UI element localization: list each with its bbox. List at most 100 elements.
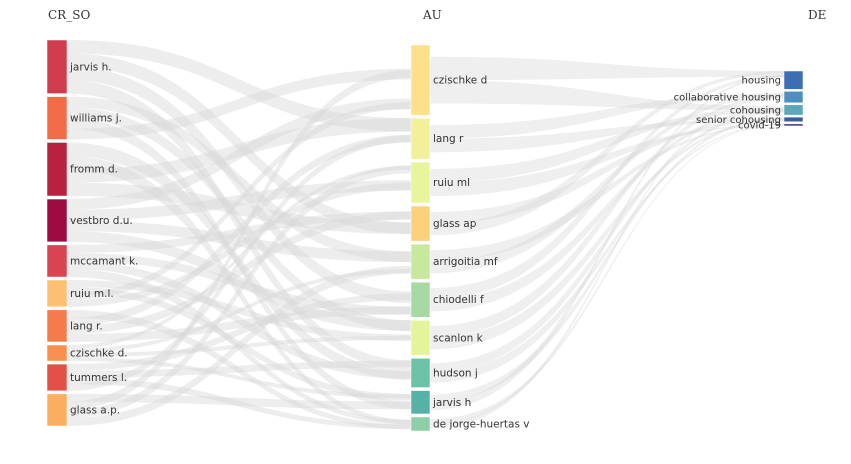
- flow-link: [67, 260, 411, 380]
- flow-link: [67, 165, 411, 350]
- flow-link: [430, 124, 784, 424]
- de-node-label: cohousing: [730, 105, 781, 116]
- cr-so-node-label: vestbro d.u.: [70, 215, 133, 227]
- flow-link: [67, 252, 411, 315]
- flow-link: [430, 124, 784, 197]
- column-header-cr-so: CR_SO: [48, 8, 90, 22]
- au-node-label: arrigoitia mf: [433, 256, 498, 268]
- flow-link: [67, 335, 411, 358]
- flow-link: [430, 119, 784, 350]
- flow-link: [67, 293, 411, 371]
- flow-link: [430, 118, 784, 153]
- flow-link: [67, 393, 411, 410]
- flow-link: [67, 118, 411, 410]
- cr-so-node-label: mccamant k.: [70, 255, 138, 267]
- de-node[interactable]: [783, 104, 804, 116]
- cr-so-node[interactable]: [46, 363, 68, 392]
- cr-so-node-label: ruiu m.l.: [70, 288, 114, 300]
- flow-link: [67, 180, 411, 221]
- links-layer: [67, 40, 784, 430]
- flow-link: [67, 268, 411, 354]
- flow-link: [430, 119, 784, 224]
- flow-link: [67, 269, 411, 425]
- de-node[interactable]: [783, 116, 804, 122]
- cr-so-node[interactable]: [46, 393, 68, 427]
- cr-so-node-label: jarvis h.: [69, 61, 112, 73]
- flow-link: [67, 118, 411, 183]
- flow-link: [67, 220, 411, 263]
- au-node-label: chiodelli f: [433, 294, 484, 306]
- flow-link: [67, 98, 411, 210]
- flow-link: [67, 265, 411, 426]
- cr-so-node-label: czischke d.: [70, 348, 128, 360]
- au-node[interactable]: [410, 416, 431, 432]
- flow-link: [430, 117, 784, 403]
- flow-link: [67, 96, 411, 263]
- au-node[interactable]: [410, 243, 431, 280]
- flow-link: [67, 286, 411, 401]
- cr-so-node-label: lang r.: [70, 320, 103, 332]
- flow-link: [430, 93, 784, 274]
- flow-link: [430, 56, 784, 81]
- flow-link: [67, 211, 411, 253]
- au-node[interactable]: [410, 281, 431, 318]
- flow-link: [430, 108, 784, 183]
- cr-so-node-label: fromm d.: [70, 164, 118, 176]
- flow-link: [67, 80, 411, 371]
- flow-link: [430, 93, 784, 139]
- au-node-label: czischke d: [433, 75, 487, 87]
- de-node-label: collaborative housing: [674, 93, 781, 104]
- cr-so-node[interactable]: [46, 142, 68, 197]
- de-node-label: covid-19: [738, 120, 781, 131]
- nodes-layer: jarvis h. williams j. fromm d. vestbro d.u.…: [46, 39, 804, 432]
- de-node[interactable]: [783, 123, 804, 127]
- au-node-label: glass ap: [433, 218, 477, 230]
- flow-link: [67, 231, 411, 331]
- cr-so-node[interactable]: [46, 244, 68, 278]
- de-node-label: senior cohousing: [696, 115, 781, 126]
- de-node-label: housing: [742, 76, 781, 87]
- au-node-label: jarvis h: [432, 397, 471, 409]
- flow-link: [67, 211, 411, 334]
- cr-so-node[interactable]: [46, 344, 68, 362]
- flow-link: [430, 123, 784, 383]
- au-node[interactable]: [410, 205, 431, 242]
- cr-so-node[interactable]: [46, 96, 68, 140]
- flow-link: [67, 155, 411, 425]
- flow-link: [67, 306, 411, 342]
- au-node[interactable]: [410, 161, 431, 204]
- cr-so-node[interactable]: [46, 39, 68, 94]
- flow-link: [67, 309, 411, 430]
- de-node[interactable]: [783, 70, 804, 90]
- flow-link: [67, 357, 411, 399]
- flow-link: [430, 110, 784, 373]
- flow-link: [67, 165, 411, 418]
- flow-link: [67, 360, 411, 378]
- flow-link: [67, 69, 411, 410]
- au-node[interactable]: [410, 390, 431, 415]
- flow-link: [67, 182, 411, 307]
- flow-link: [430, 95, 784, 338]
- de-node[interactable]: [783, 91, 804, 104]
- flow-link: [67, 135, 411, 391]
- cr-so-node[interactable]: [46, 279, 68, 308]
- cr-so-node[interactable]: [46, 198, 68, 243]
- flow-link: [430, 75, 784, 411]
- flow-link: [67, 280, 411, 342]
- flow-link: [430, 96, 784, 429]
- au-node[interactable]: [410, 44, 431, 116]
- cr-so-node[interactable]: [46, 309, 68, 343]
- flow-link: [430, 108, 784, 312]
- flow-link: [67, 66, 411, 304]
- au-node[interactable]: [410, 117, 431, 160]
- cr-so-node-label: williams j.: [70, 113, 122, 125]
- flow-link: [67, 40, 411, 132]
- au-node[interactable]: [410, 358, 431, 388]
- au-node[interactable]: [410, 320, 431, 356]
- au-node-label: ruiu ml: [433, 177, 470, 189]
- flow-link: [67, 142, 411, 380]
- flow-link: [430, 123, 784, 262]
- flow-link: [67, 107, 411, 331]
- au-node-label: scanlon k: [433, 332, 484, 344]
